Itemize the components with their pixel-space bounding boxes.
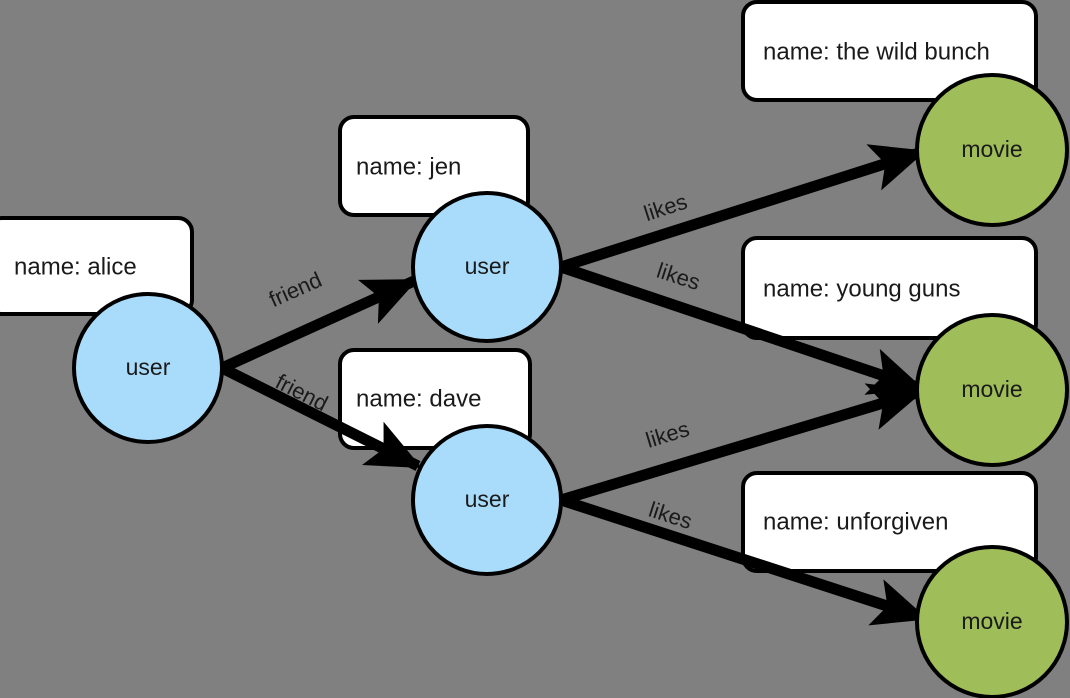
edge-dave-likes-unforgiven[interactable]	[559, 494, 929, 626]
node-wild-bunch[interactable]: movie	[915, 73, 1069, 227]
property-boxes: name: alice name: jen name: dave name: t…	[0, 0, 1038, 573]
node-label: movie	[961, 608, 1022, 634]
property-box-jen: name: jen	[338, 115, 530, 217]
node-circle[interactable]	[72, 292, 224, 444]
property-box-alice: name: alice	[0, 216, 194, 316]
node-label: user	[465, 253, 510, 279]
property-box-unforgiven: name: unforgiven	[741, 471, 1038, 573]
node-circle[interactable]	[411, 424, 563, 576]
node-young-guns[interactable]: movie	[915, 313, 1069, 467]
node-circle[interactable]	[411, 191, 563, 343]
property-box-label: name: the wild bunch	[763, 38, 990, 65]
node-label: movie	[961, 376, 1022, 402]
edge-alice-friend-jen[interactable]	[219, 275, 419, 374]
edge-jen-likes-young-guns[interactable]	[559, 261, 925, 395]
property-box-label: name: dave	[356, 385, 481, 412]
node-label: movie	[961, 136, 1022, 162]
node-dave[interactable]: user	[411, 424, 563, 576]
property-box-wild-bunch: name: the wild bunch	[741, 0, 1038, 102]
property-box-young-guns: name: young guns	[741, 236, 1038, 340]
property-box-label: name: young guns	[763, 275, 960, 302]
node-alice[interactable]: user	[72, 292, 224, 444]
graph-nodes: user user user movie movie movie	[72, 73, 1069, 698]
node-circle[interactable]	[915, 545, 1069, 698]
property-box-rect	[741, 471, 1038, 573]
node-unforgiven[interactable]: movie	[915, 545, 1069, 698]
property-box-label: name: unforgiven	[763, 508, 948, 535]
property-box-rect	[741, 236, 1038, 340]
node-jen[interactable]: user	[411, 191, 563, 343]
property-box-label: name: alice	[14, 253, 137, 280]
property-box-label: name: jen	[356, 153, 461, 180]
edge-dave-likes-young-guns[interactable]	[559, 383, 925, 506]
edge-jen-likes-wild-bunch[interactable]	[559, 144, 927, 273]
node-circle[interactable]	[915, 73, 1069, 227]
node-circle[interactable]	[915, 313, 1069, 467]
property-box-rect	[741, 0, 1038, 102]
edge-alice-friend-dave[interactable]	[219, 363, 422, 471]
property-box-rect	[0, 216, 194, 316]
relationship-edges	[219, 144, 929, 626]
node-label: user	[465, 486, 510, 512]
node-label: user	[126, 354, 171, 380]
